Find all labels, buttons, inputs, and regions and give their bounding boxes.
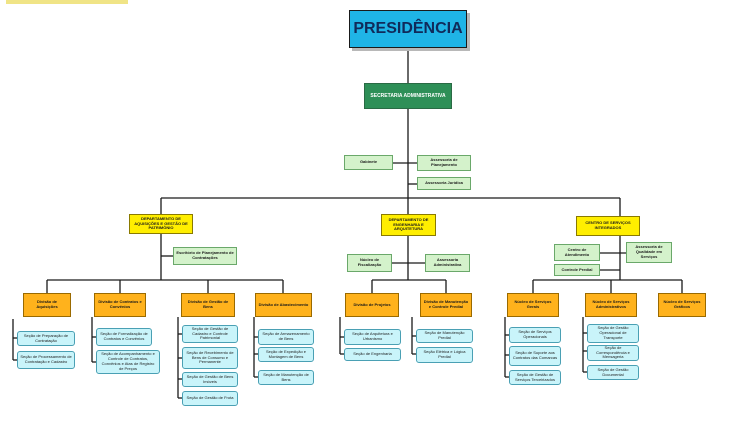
centro-servicos-box: CENTRO DE SERVIÇOS INTEGRADOS [576,216,640,236]
secao-inventario-box: Seção de Recebimento de Bens de Consumo … [182,347,238,369]
departamento-patrimonio-box: DEPARTAMENTO DE AQUISIÇÕES E GESTÃO DE P… [129,214,193,234]
gabinete-box: Gabinete [344,155,393,170]
assessoria-planejamento-box: Assessoria de Planejamento [417,155,471,171]
nucleo-servicos-gerais-box: Núcleo de Serviços Gerais [507,293,559,317]
secao-suporte-comarcas-box: Seção de Suporte aos Contratos das Comar… [509,346,561,366]
controle-predial-box: Controle Predial [554,264,600,276]
assessoria-juridica-box: Assessoria Jurídica [417,177,471,190]
divisao-aquisicoes-box: Divisão de Aquisições [23,293,71,317]
secao-correspondencia-box: Seção de Correspondência e Mensageria [587,345,639,361]
secao-gestao-documental-box: Seção de Gestão Documental [587,365,639,380]
departamento-engenharia-box: DEPARTAMENTO DE ENGENHARIA E ARQUITETURA [381,214,436,236]
secretaria-box: SECRETARIA ADMINISTRATIVA [364,83,452,109]
nucleo-servicos-graficos-box: Núcleo de Serviços Gráficos [658,293,706,317]
escritorio-planejamento-box: Escritório de Planejamento de Contrataçõ… [173,247,237,265]
secao-bens-imoveis-box: Seção de Gestão de Bens Imóveis [182,372,238,387]
secao-arquitetura-box: Seção de Arquitetura e Urbanismo [344,329,401,345]
secao-engenharia-box: Seção de Engenharia [344,348,401,361]
divisao-bens-box: Divisão de Gestão de Bens [181,293,235,317]
nucleo-fiscalizacao-box: Núcleo de Fiscalização [347,254,392,272]
nucleo-servicos-administrativos-box: Núcleo de Serviços Administrativos [585,293,637,317]
secao-transporte-box: Seção de Gestão Operacional de Transport… [587,324,639,343]
divisao-projetos-box: Divisão de Projetos [345,293,399,317]
secao-acompanhamento-box: Seção de Acompanhamento e Controle de Co… [96,350,160,374]
secao-formalizacao-box: Seção de Formalização de Contratos e Con… [96,328,152,346]
secao-eletrica-box: Seção Elétrica e Lógica Predial [416,347,473,363]
divisao-abastecimento-box: Divisão de Abastecimento [255,293,312,317]
assessoria-administrativa-box: Assessoria Administrativa [425,254,470,272]
divisao-manutencao-box: Divisão de Manutenção e Controle Predial [420,293,472,317]
secao-frota-box: Seção de Gestão de Frota [182,391,238,406]
secao-servicos-terceirizados-box: Seção de Gestão de Serviços Terceirizado… [509,370,561,385]
secao-expedicao-box: Seção de Expedição e Montagem de Bens [258,347,314,362]
secao-processamento-box: Seção de Processamento de Contratação e … [17,351,75,369]
secao-servicos-operacionais-box: Seção de Serviços Operacionais [509,327,561,343]
secao-cadastro-bens-box: Seção de Gestão de Cadastro e Controle P… [182,325,238,343]
centro-atendimento-box: Centro de Atendimento [554,244,600,261]
divisao-contratos-box: Divisão de Contratos e Convênios [94,293,146,317]
header-logo-strip [6,0,128,4]
secao-armazenamento-box: Seção de Armazenamento de Bens [258,329,314,345]
secao-manutencao-predial-box: Seção de Manutenção Predial [416,329,473,343]
assessoria-qualidade-box: Assessoria de Qualidade em Serviços [626,242,672,263]
secao-preparacao-box: Seção de Preparação de Contratação [17,331,75,346]
secao-manutencao-bens-box: Seção de Manutenção de Bens [258,370,314,385]
presidencia-box: PRESIDÊNCIA [349,10,467,48]
